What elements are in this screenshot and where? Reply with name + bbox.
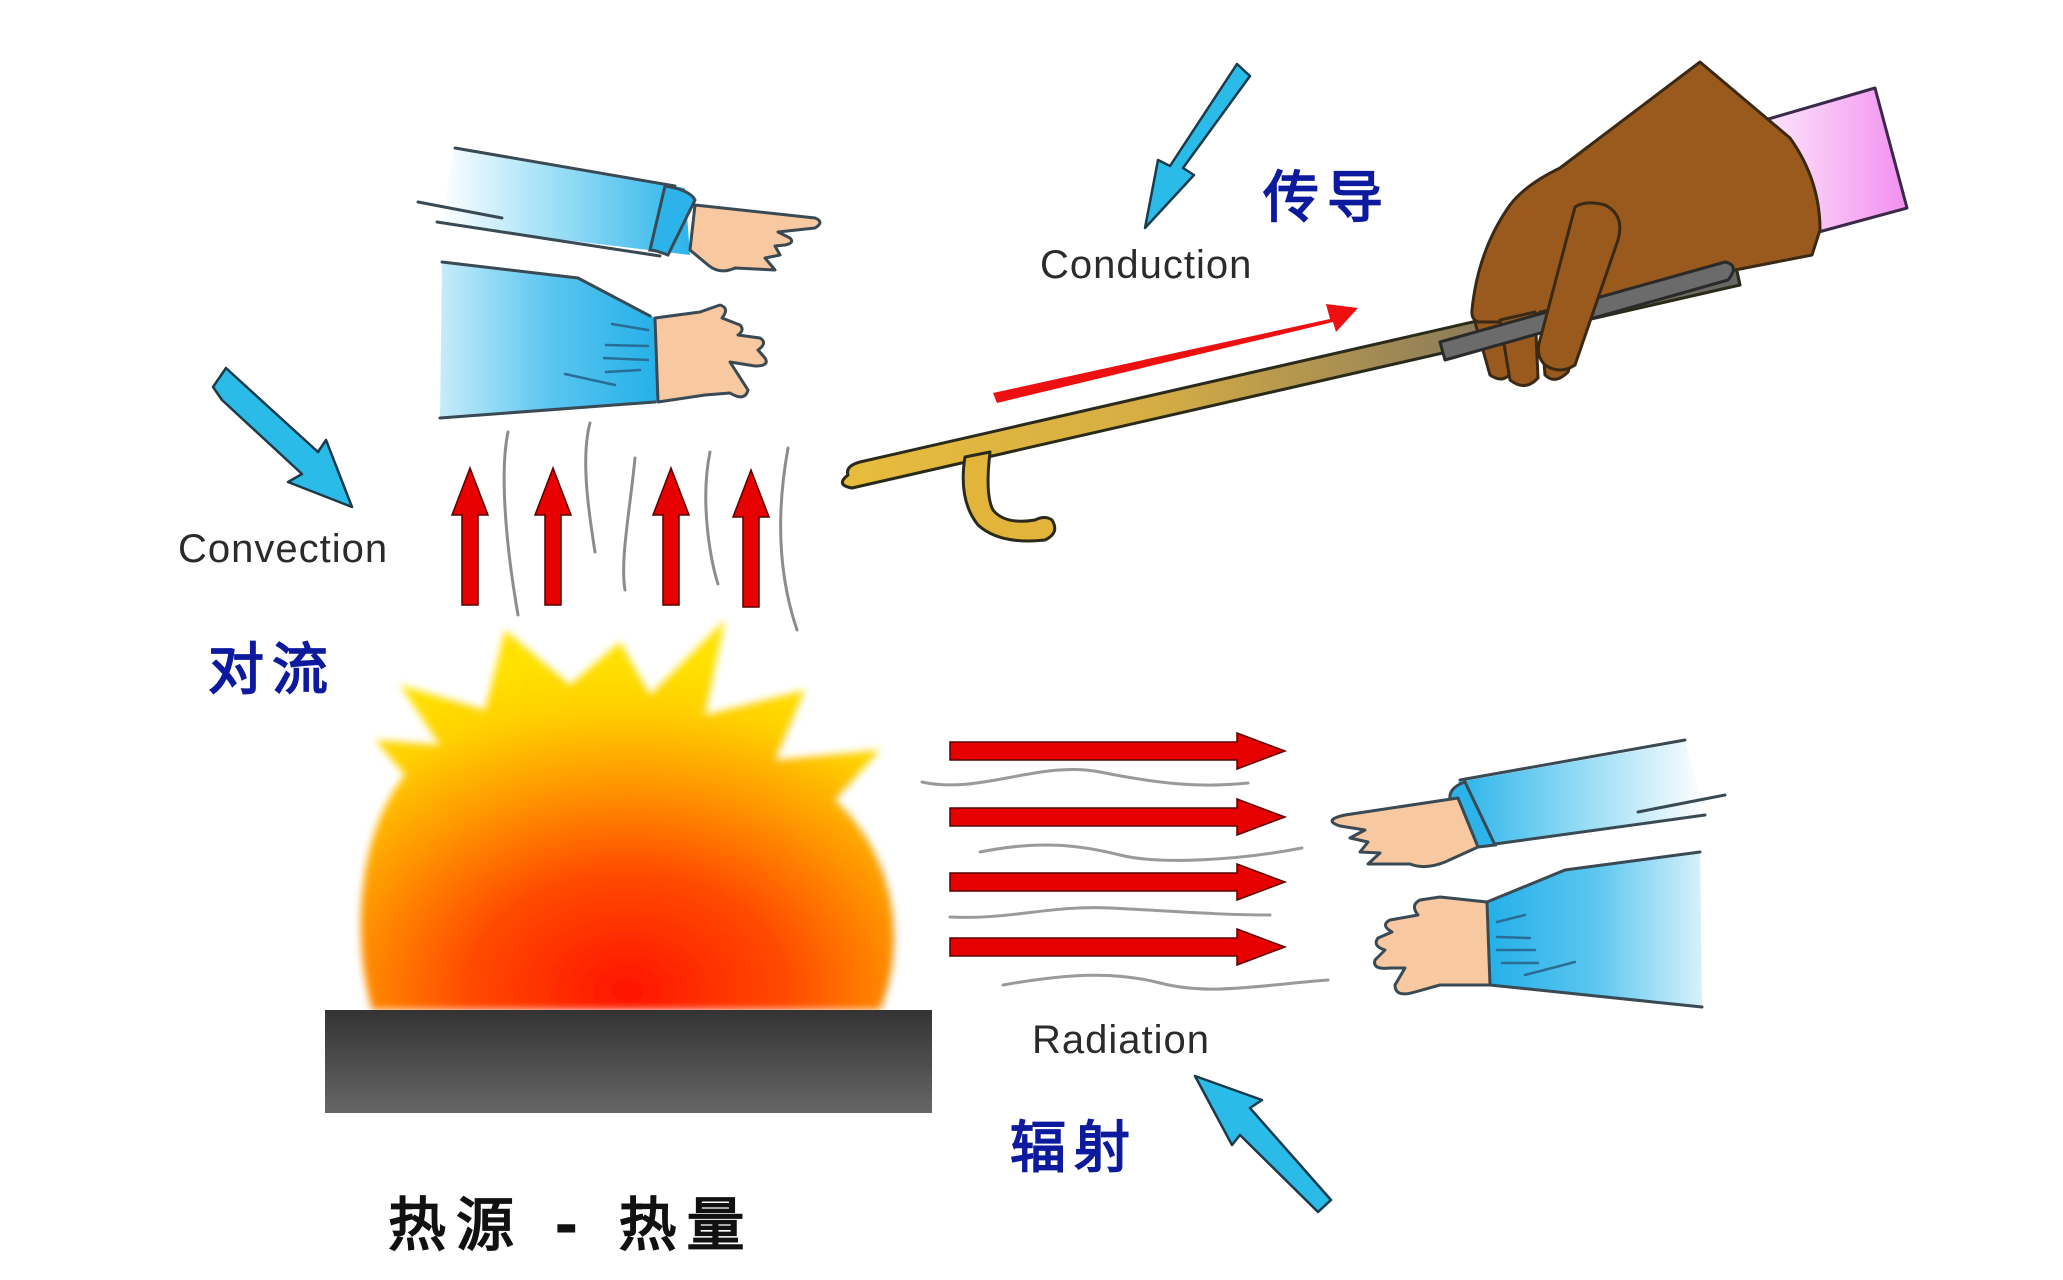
radiation-pointer-arrow-icon	[1193, 1074, 1333, 1214]
convection-group	[211, 366, 799, 632]
convection-arrow-up-icon	[651, 465, 691, 606]
radiation-arrow-right-icon	[949, 731, 1288, 771]
radiation-group	[920, 731, 1333, 1214]
convection-arrow-up-icon	[450, 465, 490, 606]
hands-right-of-flame	[1330, 738, 1727, 1009]
conduction-pointer-arrow-icon	[1143, 62, 1252, 230]
convection-pointer-arrow-icon	[211, 366, 354, 509]
conduction-rod-hook	[961, 450, 1057, 543]
gloved-hand	[1438, 60, 1909, 387]
convection-arrow-up-icon	[731, 467, 771, 608]
flame-icon	[360, 620, 894, 1010]
convection-label-en: Convection	[178, 527, 389, 571]
conduction-label-en: Conduction	[1040, 243, 1253, 287]
conduction-arrow-icon	[993, 304, 1358, 403]
hands-above-flame	[416, 146, 822, 420]
heat-source-label: 热源 - 热量	[388, 1191, 755, 1259]
radiation-label-en: Radiation	[1032, 1018, 1211, 1062]
radiation-label-cn: 辐射	[1010, 1116, 1138, 1181]
heat-source	[325, 620, 932, 1113]
radiation-arrow-right-icon	[949, 797, 1288, 837]
radiation-arrow-right-icon	[949, 927, 1288, 967]
convection-arrow-up-icon	[533, 465, 573, 606]
heat-source-base	[325, 1010, 932, 1113]
convection-label-cn: 对流	[208, 638, 336, 703]
conduction-label-cn: 传导	[1263, 166, 1391, 231]
radiation-arrow-right-icon	[949, 862, 1288, 902]
